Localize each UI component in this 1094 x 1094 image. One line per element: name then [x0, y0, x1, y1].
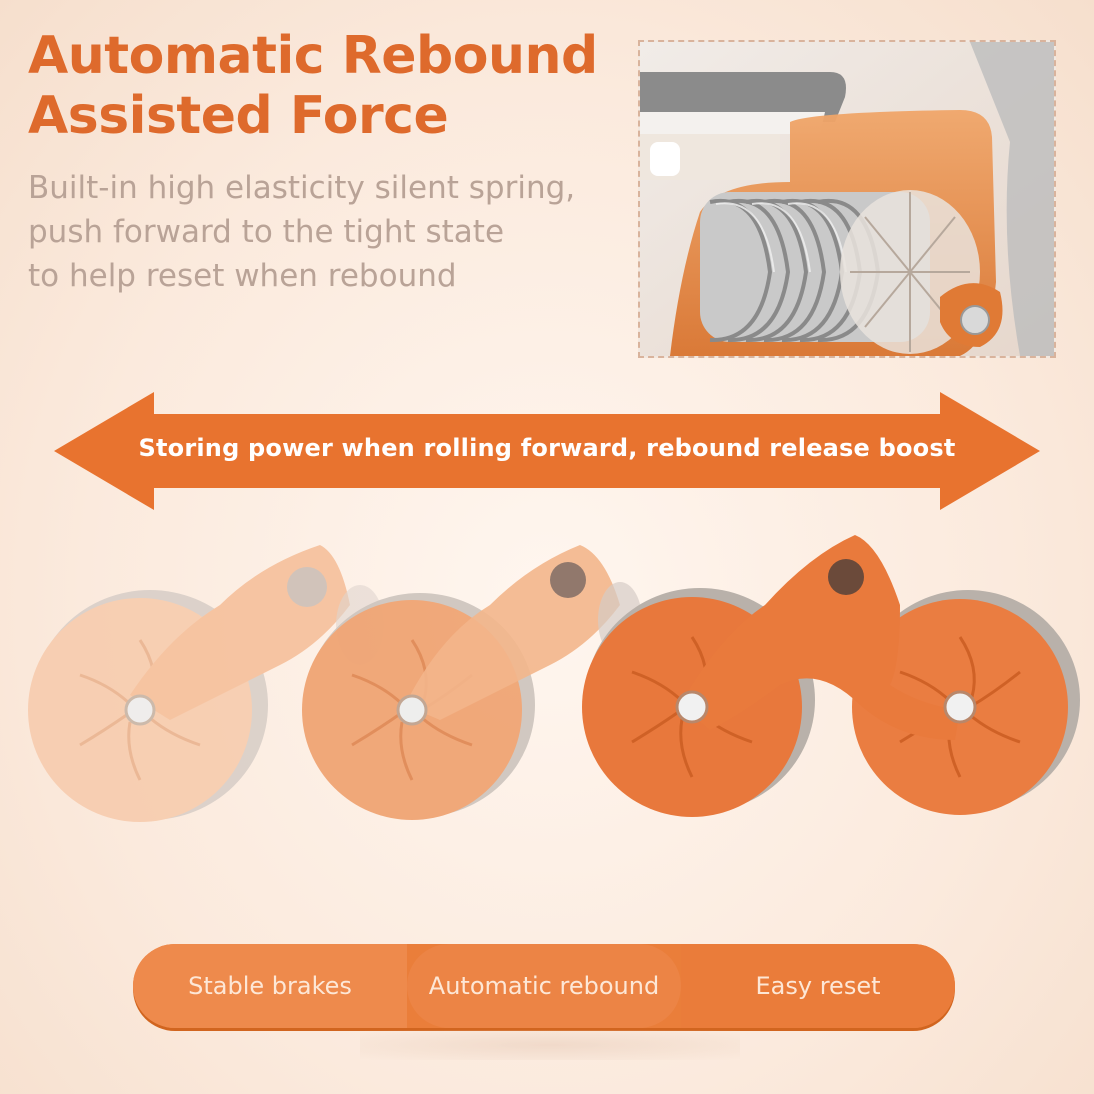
- floor-shadow: [360, 1030, 740, 1060]
- direction-arrow-banner: Storing power when rolling forward, rebo…: [54, 392, 1040, 510]
- feature-pill-bar: Stable brakes Automatic rebound Easy res…: [133, 944, 955, 1028]
- description-line-2: push forward to the tight state: [28, 214, 505, 250]
- wheel-solid: [582, 535, 1080, 817]
- feature-stable-brakes: Stable brakes: [133, 944, 407, 1028]
- description-line-3: to help reset when rebound: [28, 258, 457, 294]
- description-line-1: Built-in high elasticity silent spring,: [28, 170, 576, 206]
- headline: Automatic Rebound Assisted Force: [28, 26, 598, 146]
- description: Built-in high elasticity silent spring, …: [28, 166, 575, 298]
- headline-line-2: Assisted Force: [28, 86, 449, 146]
- ab-wheel-motion-illustration: [20, 515, 1080, 845]
- wheel-ghost-1: [28, 545, 384, 822]
- wheel-ghost-2: [302, 545, 642, 820]
- headline-line-1: Automatic Rebound: [28, 26, 598, 86]
- spring-mechanism-illustration: [640, 42, 1054, 356]
- feature-easy-reset: Easy reset: [681, 944, 955, 1028]
- spring-detail-photo: [638, 40, 1056, 358]
- double-arrow-icon: [54, 392, 1040, 510]
- arrow-banner-label: Storing power when rolling forward, rebo…: [138, 434, 956, 462]
- feature-automatic-rebound: Automatic rebound: [407, 944, 681, 1028]
